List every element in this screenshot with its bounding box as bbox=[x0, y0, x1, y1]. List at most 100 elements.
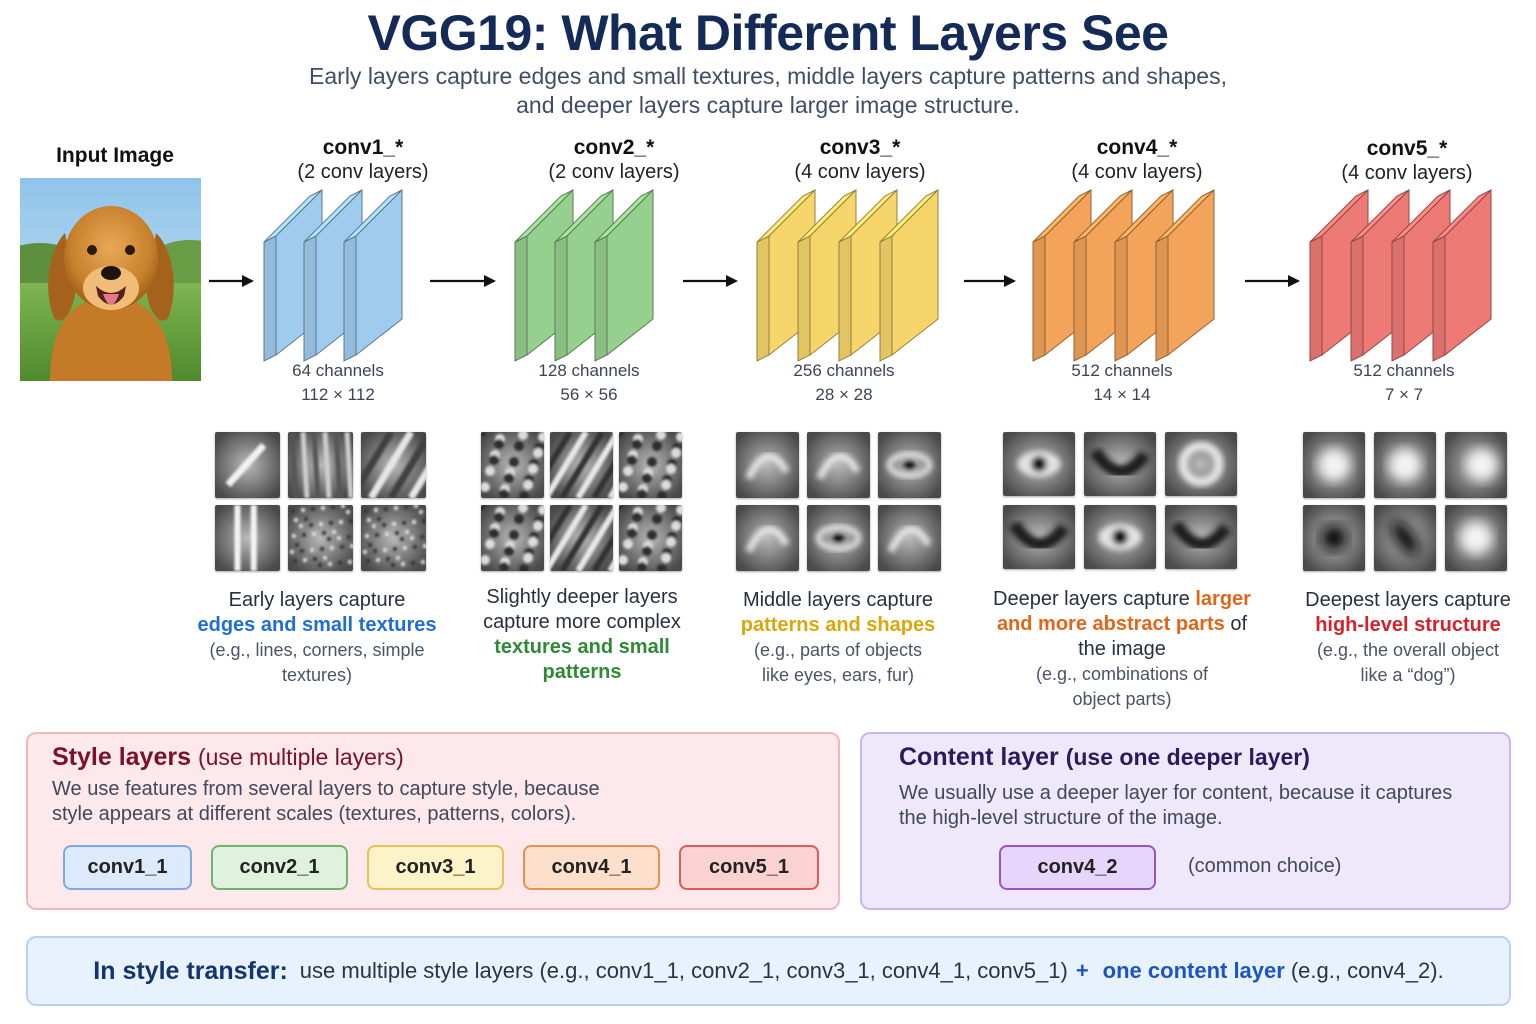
stage-channels: 256 channels bbox=[793, 361, 895, 380]
feature-map-conv5-1 bbox=[1303, 432, 1365, 498]
layer-slab-side bbox=[594, 235, 608, 362]
style-panel-body: We use features from several layers to c… bbox=[52, 777, 600, 827]
input-image-label: Input Image bbox=[56, 144, 174, 167]
style-body-line-2: style appears at different scales (textu… bbox=[52, 803, 577, 825]
stage-meta-conv2: 128 channels 56 × 56 bbox=[469, 359, 709, 407]
desc-lead: Early layers capture bbox=[228, 589, 406, 611]
style-chip-conv4-1[interactable]: conv4_1 bbox=[523, 845, 660, 890]
layer-block-conv2 bbox=[514, 188, 654, 362]
layer-slab-top bbox=[514, 189, 574, 243]
feature-map-conv4-1 bbox=[1003, 432, 1075, 496]
stage-name: conv2_* bbox=[573, 136, 655, 159]
style-title-paren: (use multiple layers) bbox=[197, 744, 404, 770]
summary-plus: + bbox=[1075, 958, 1089, 983]
desc-trailing: of the image bbox=[1078, 613, 1248, 660]
layer-slab-face bbox=[1085, 188, 1133, 357]
arrow-head bbox=[484, 275, 496, 287]
feature-map-conv3-1 bbox=[736, 432, 799, 498]
stage-header-conv1: conv1_* (2 conv layers) bbox=[243, 136, 483, 184]
stage-layer-count: (4 conv layers) bbox=[1341, 162, 1473, 184]
layer-slab-top bbox=[594, 189, 654, 243]
summary-bar: In style transfer: use multiple style la… bbox=[26, 936, 1511, 1006]
layer-slab-top bbox=[303, 189, 363, 243]
layer-slab-face bbox=[1167, 188, 1215, 357]
content-body-line-2: the high-level structure of the image. bbox=[899, 807, 1223, 829]
feature-map-conv2-1 bbox=[481, 432, 544, 498]
layer-slab-face bbox=[809, 188, 857, 357]
summary-content-highlight: one content layer bbox=[1102, 958, 1285, 983]
feature-map-conv5-3 bbox=[1445, 432, 1507, 498]
style-chip-conv1-1[interactable]: conv1_1 bbox=[63, 845, 192, 890]
style-panel-title: Style layers (use multiple layers) bbox=[52, 743, 404, 772]
stage-channels: 512 channels bbox=[1071, 361, 1173, 380]
feature-map-conv1-1 bbox=[215, 432, 280, 498]
layer-slab-face bbox=[275, 188, 323, 357]
style-chip-conv3-1[interactable]: conv3_1 bbox=[367, 845, 504, 890]
layer-slab-top bbox=[797, 189, 857, 243]
layer-slab-top bbox=[263, 189, 323, 243]
flow-arrow-3 bbox=[683, 275, 738, 287]
desc-example: (e.g., combinations of object parts) bbox=[1035, 664, 1209, 709]
feature-map-conv3-2 bbox=[807, 432, 870, 498]
arrow-head bbox=[726, 275, 738, 287]
layer-slab-face bbox=[850, 188, 898, 357]
layer-slab-top bbox=[1309, 189, 1369, 243]
stage-description-conv4: Deeper layers capture larger and more ab… bbox=[992, 587, 1252, 712]
content-chip-conv4-2[interactable]: conv4_2 bbox=[999, 845, 1156, 890]
layer-slab-face bbox=[355, 188, 403, 357]
summary-content-text: (e.g., conv4_2). bbox=[1290, 958, 1444, 983]
layer-slab-top bbox=[1155, 189, 1215, 243]
layer-slab-top bbox=[1432, 189, 1492, 243]
feature-map-conv5-2 bbox=[1374, 432, 1436, 498]
feature-map-conv5-4 bbox=[1303, 505, 1365, 571]
stage-size: 28 × 28 bbox=[815, 385, 873, 404]
layer-slab-side bbox=[797, 235, 811, 362]
stage-description-conv3: Middle layers capture patterns and shape… bbox=[708, 588, 968, 688]
style-body-line-1: We use features from several layers to c… bbox=[52, 778, 600, 800]
layer-block-conv4 bbox=[1032, 188, 1215, 362]
arrow-head bbox=[242, 275, 254, 287]
layer-slab-side bbox=[554, 235, 568, 362]
feature-map-conv2-5 bbox=[550, 505, 613, 571]
feature-map-conv4-4 bbox=[1003, 505, 1075, 569]
content-body-line-1: We usually use a deeper layer for conten… bbox=[899, 782, 1453, 804]
stage-name: conv4_* bbox=[1096, 136, 1178, 159]
stage-channels: 128 channels bbox=[538, 361, 640, 380]
layer-slab-face bbox=[768, 188, 816, 357]
layer-block-conv3 bbox=[756, 188, 939, 362]
feature-map-conv2-6 bbox=[619, 505, 682, 571]
desc-highlight: textures and small patterns bbox=[494, 636, 670, 683]
flow-arrow-2 bbox=[430, 275, 496, 287]
stage-meta-conv3: 256 channels 28 × 28 bbox=[724, 359, 964, 407]
style-layers-panel: Style layers (use multiple layers) We us… bbox=[26, 732, 840, 910]
arrow-head bbox=[1004, 275, 1016, 287]
layer-slab-top bbox=[756, 189, 816, 243]
style-title-main: Style layers bbox=[52, 743, 191, 771]
stage-channels: 64 channels bbox=[292, 361, 384, 380]
desc-example: (e.g., parts of objects like eyes, ears,… bbox=[753, 640, 923, 685]
stage-description-conv2: Slightly deeper layers capture more comp… bbox=[452, 585, 712, 685]
stage-header-conv2: conv2_* (2 conv layers) bbox=[494, 136, 734, 184]
style-chip-conv2-1[interactable]: conv2_1 bbox=[211, 845, 348, 890]
layer-slab-side bbox=[838, 235, 852, 362]
stage-header-conv4: conv4_* (4 conv layers) bbox=[1017, 136, 1257, 184]
feature-map-conv4-3 bbox=[1165, 432, 1237, 496]
stage-description-conv5: Deepest layers capture high-level struct… bbox=[1278, 588, 1536, 688]
feature-map-conv5-5 bbox=[1374, 505, 1436, 571]
feature-map-conv2-4 bbox=[481, 505, 544, 571]
layer-slab-side bbox=[303, 235, 317, 362]
layer-slab-face bbox=[606, 188, 654, 357]
style-chip-conv5-1[interactable]: conv5_1 bbox=[679, 845, 819, 890]
stage-meta-conv4: 512 channels 14 × 14 bbox=[1002, 359, 1242, 407]
layer-slab-face bbox=[526, 188, 574, 357]
feature-map-conv1-6 bbox=[361, 505, 426, 571]
stage-size: 14 × 14 bbox=[1093, 385, 1151, 404]
layer-slab-side bbox=[1114, 235, 1128, 362]
desc-highlight: larger and more abstract parts bbox=[996, 588, 1251, 635]
desc-highlight: high-level structure bbox=[1315, 614, 1501, 636]
input-image bbox=[20, 178, 201, 381]
layer-slab-side bbox=[514, 235, 528, 362]
stage-layer-count: (4 conv layers) bbox=[794, 161, 926, 183]
stage-meta-conv1: 64 channels 112 × 112 bbox=[218, 359, 458, 407]
layer-slab-face bbox=[566, 188, 614, 357]
